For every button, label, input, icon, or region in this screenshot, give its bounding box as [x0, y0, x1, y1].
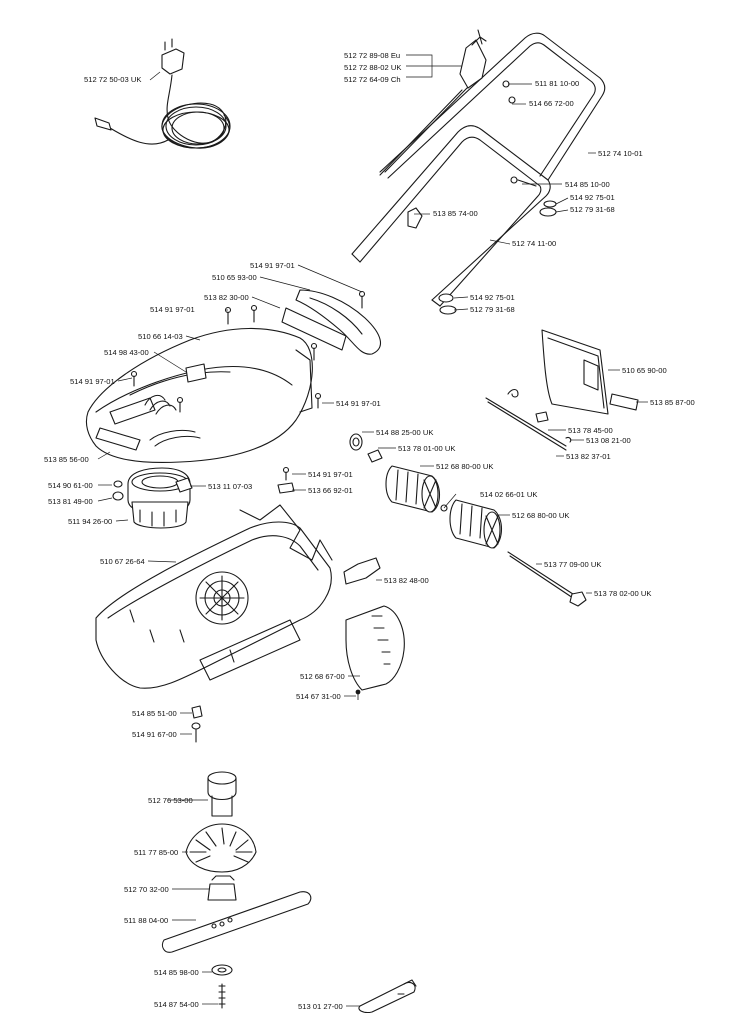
label-deck: 510 67 26-64 — [100, 557, 145, 566]
label-grip: 510 65 93-00 — [212, 273, 257, 282]
label-axle-nut: 513 78 02-00 UK — [594, 589, 651, 598]
label-label-cover: 514 98 43-00 — [104, 348, 149, 357]
label-handle-bolt: 511 81 10-00 — [535, 79, 579, 88]
label-grip-plate: 513 82 30-00 — [204, 293, 249, 302]
label-spanner: 513 01 27-00 — [298, 1002, 343, 1011]
label-guard: 512 68 67-00 — [300, 672, 345, 681]
label-screw-motor-a: 514 91 97-01 — [308, 470, 353, 479]
label-switch-uk: 512 72 88-02 UK — [344, 63, 401, 72]
label-fan: 511 77 85-00 — [134, 848, 178, 857]
leader-lines — [97, 54, 648, 1007]
label-side-bracket: 513 82 48-00 — [384, 576, 429, 585]
label-handle-washer: 514 66 72-00 — [529, 99, 574, 108]
grip-drawing — [224, 289, 381, 361]
upper-handle-drawing — [379, 29, 606, 181]
label-switch-ch: 512 72 64-09 Ch — [344, 75, 401, 84]
label-nut-a: 514 85 51-00 — [132, 709, 177, 718]
label-handle-knob-b: 512 79 31-68 — [570, 205, 615, 214]
blade-stack-drawing — [161, 705, 417, 1013]
label-clip: 513 08 21-00 — [586, 436, 631, 445]
label-roller-a: 512 68 80-00 UK — [436, 462, 493, 471]
label-screw-b: 514 91 67-00 — [132, 730, 177, 739]
label-cover: 510 66 14-03 — [138, 332, 183, 341]
label-coupling: 512 76 53-00 — [148, 796, 193, 805]
label-motor-part-b: 513 81 49-00 — [48, 497, 93, 506]
label-screw-right: 514 91 97-01 — [336, 399, 381, 408]
label-spring: 513 78 45-00 — [568, 426, 613, 435]
label-upper-handle: 512 74 10-01 — [598, 149, 643, 158]
label-flap-label: 513 85 87-00 — [650, 398, 695, 407]
label-roller-b: 512 68 80-00 UK — [512, 511, 569, 520]
label-lower-knob-a: 514 92 75-01 — [470, 293, 515, 302]
label-flap: 510 65 90-00 — [622, 366, 667, 375]
label-handle-screw: 514 85 10-00 — [565, 180, 610, 189]
label-rod: 513 82 37-01 — [566, 452, 611, 461]
label-motor-unit: 511 94 26-00 — [68, 517, 112, 526]
label-decal: 513 85 56-00 — [44, 455, 89, 464]
label-hub: 512 70 32-00 — [124, 885, 169, 894]
part-labels: 512 72 50-03 UK 512 72 89-08 Eu 512 72 8… — [44, 51, 695, 1011]
label-washer-blade: 514 85 98-00 — [154, 968, 199, 977]
label-blade: 511 88 04-00 — [124, 916, 168, 925]
rollers-drawing — [349, 433, 587, 607]
power-cord-drawing — [94, 38, 231, 149]
rear-flap-drawing — [485, 329, 639, 451]
label-screw-left: 514 91 97-01 — [70, 377, 115, 386]
label-motor-part-a: 514 90 61-00 — [48, 481, 93, 490]
label-lower-handle: 512 74 11-00 — [512, 239, 556, 248]
label-screw-grip: 514 91 97-01 — [250, 261, 295, 270]
label-motor: 513 11 07-03 — [208, 482, 252, 491]
label-lower-knob-b: 512 79 31-68 — [470, 305, 515, 314]
label-bush: 513 78 01-00 UK — [398, 444, 455, 453]
label-cable-clip: 513 85 74-00 — [433, 209, 478, 218]
label-axle: 513 77 09-00 UK — [544, 560, 601, 569]
label-guard-screw: 514 67 31-00 — [296, 692, 341, 701]
lower-handle-drawing — [351, 125, 557, 315]
label-bracket: 513 66 92-01 — [308, 486, 353, 495]
label-handle-knob-a: 514 92 75-01 — [570, 193, 615, 202]
deck-drawing — [95, 504, 405, 700]
label-cord: 512 72 50-03 UK — [84, 75, 141, 84]
label-blade-screw: 514 87 54-00 — [154, 1000, 199, 1009]
label-bearing: 514 88 25-00 UK — [376, 428, 433, 437]
label-screw-top: 514 91 97-01 — [150, 305, 195, 314]
label-washer-roller: 514 02 66-01 UK — [480, 490, 537, 499]
motor-cover-drawing — [85, 327, 322, 463]
label-switch-eu: 512 72 89-08 Eu — [344, 51, 400, 60]
motor-drawing — [112, 466, 295, 529]
